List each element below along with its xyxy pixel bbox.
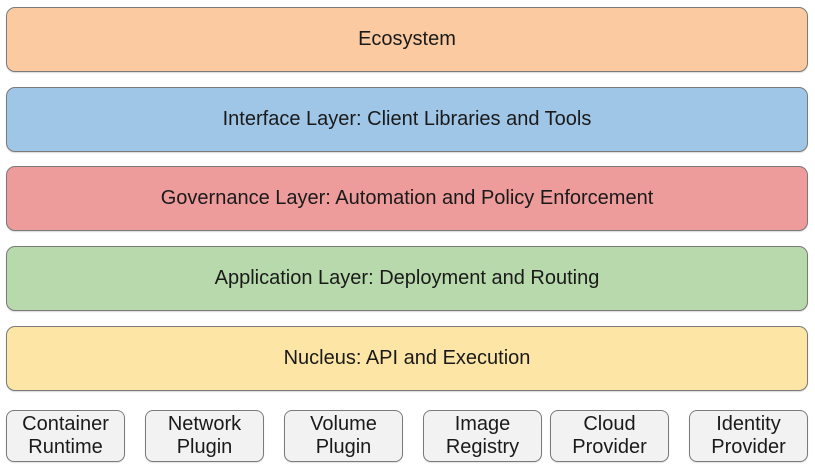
- plugin-line-1: Network: [167, 413, 242, 435]
- layer-interface-label: Interface Layer: Client Libraries and To…: [222, 108, 592, 130]
- layer-ecosystem: Ecosystem: [6, 7, 808, 72]
- layer-ecosystem-label: Ecosystem: [358, 28, 456, 50]
- plugin-line-1: Cloud: [583, 413, 636, 435]
- plugin-row: Container Runtime Network Plugin Volume …: [6, 410, 809, 462]
- plugin-line-2: Provider: [711, 436, 786, 458]
- plugin-container-runtime: Container Runtime: [6, 410, 125, 462]
- plugin-line-2: Registry: [445, 436, 520, 458]
- plugin-line-1: Container: [22, 413, 109, 435]
- plugin-volume-plugin: Volume Plugin: [284, 410, 403, 462]
- layer-nucleus: Nucleus: API and Execution: [6, 326, 808, 391]
- layer-application: Application Layer: Deployment and Routin…: [6, 246, 808, 311]
- plugin-line-2: Runtime: [28, 436, 103, 458]
- plugin-network-plugin: Network Plugin: [145, 410, 264, 462]
- plugin-line-1: Volume: [310, 413, 377, 435]
- layer-governance-label: Governance Layer: Automation and Policy …: [160, 187, 654, 209]
- layer-interface: Interface Layer: Client Libraries and To…: [6, 87, 808, 152]
- plugin-image-registry: Image Registry: [423, 410, 542, 462]
- layer-nucleus-label: Nucleus: API and Execution: [283, 347, 531, 369]
- plugin-line-2: Plugin: [176, 436, 233, 458]
- plugin-line-1: Image: [454, 413, 511, 435]
- plugin-identity-provider: Identity Provider: [689, 410, 808, 462]
- plugin-cloud-provider: Cloud Provider: [550, 410, 669, 462]
- layer-governance: Governance Layer: Automation and Policy …: [6, 166, 808, 231]
- plugin-line-1: Identity: [716, 413, 781, 435]
- layer-application-label: Application Layer: Deployment and Routin…: [214, 267, 600, 289]
- plugin-line-2: Plugin: [315, 436, 372, 458]
- plugin-line-2: Provider: [572, 436, 647, 458]
